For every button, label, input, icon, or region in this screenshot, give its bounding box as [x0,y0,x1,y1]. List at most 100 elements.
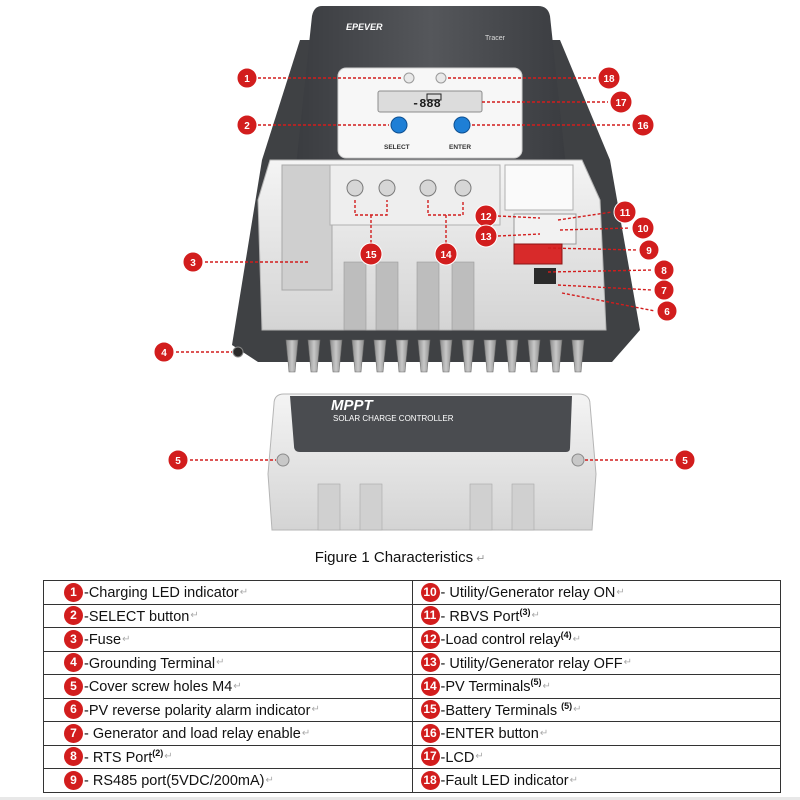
legend-label-text: -Fault LED indicator [440,773,569,790]
legend-label: -Battery Terminals (5) [441,701,573,719]
legend-label: -LCD [441,750,475,766]
legend-number-badge: 11 [420,606,440,626]
legend-paragraph-mark: ↵ [239,586,249,598]
callout-17: 17 [609,90,633,114]
callout-5-right: 5 [674,449,696,471]
legend-label: -Load control relay(4) [441,630,572,648]
legend-label: - RBVS Port(3) [440,606,531,625]
model-name: Tracer [485,35,506,42]
legend-cell-left: 2-SELECT button↵ [43,603,413,628]
fuse-compartment [281,164,333,291]
callout-16: 16 [631,113,655,137]
legend-footnote: (3) [519,606,531,617]
legend-paragraph-mark: ↵ [531,610,540,622]
legend-label-text: -Grounding Terminal [84,655,216,672]
legend-paragraph-mark: ↵ [475,751,484,763]
legend-paragraph-mark: ↵ [216,657,225,669]
legend-cell-right: 14-PV Terminals(5)↵ [411,674,781,699]
grounding-terminal [232,346,244,358]
legend-number-badge: 15 [420,700,440,720]
legend-number-badge: 14 [420,676,440,696]
legend-label: - RS485 port(5VDC/200mA) [84,773,265,789]
legend-label-text: -Charging LED indicator [84,585,239,602]
callout-15: 15 [359,242,383,266]
enter-label: ENTER [449,144,471,151]
legend-paragraph-mark: ↵ [573,704,582,716]
legend-cell-left: 7- Generator and load relay enable↵ [43,721,413,746]
legend-label: -Fuse [84,632,121,648]
legend-number-badge: 1 [64,582,83,602]
legend-body: 1-Charging LED indicator↵10- Utility/Gen… [43,580,781,793]
legend-cell-left: 1-Charging LED indicator↵ [43,580,413,605]
legend-cell-left: 9- RS485 port(5VDC/200mA)↵ [43,768,413,793]
legend-paragraph-mark: ↵ [190,610,199,622]
legend-number-badge: 16 [420,723,440,743]
svg-text:2: 2 [244,121,250,132]
legend-label-text: -PV Terminals [440,679,531,696]
select-button[interactable] [390,116,408,134]
svg-text:1: 1 [244,74,250,85]
cover-screw-hole-right [571,453,585,467]
svg-text:5: 5 [175,456,181,467]
legend-label: -Grounding Terminal [84,656,215,672]
bottom-strip [0,797,800,800]
fault-led [435,72,447,84]
callout-5-left: 5 [167,449,189,471]
legend-footnote: (5) [530,677,542,688]
legend-paragraph-mark: ↵ [233,680,242,692]
legend-row: 8- RTS Port(2)↵17-LCD↵ [43,744,781,769]
legend-cell-right: 15-Battery Terminals (5)↵ [411,697,781,722]
battery-terminal-neg [378,179,396,197]
legend-number-badge: 18 [420,770,440,790]
cover-subtitle: SOLAR CHARGE CONTROLLER [333,414,454,423]
legend-label-text: - RS485 port(5VDC/200mA) [84,773,265,790]
callout-10: 10 [631,216,655,240]
battery-terminal-pos [346,179,364,197]
legend-label: -PV reverse polarity alarm indicator [84,703,310,719]
legend-footnote: (2) [152,747,164,758]
svg-text:17: 17 [615,98,627,109]
cover-screw-hole-left [276,453,290,467]
legend-paragraph-mark: ↵ [301,727,311,739]
callout-4: 4 [153,341,175,363]
legend-label-text: - RTS Port [84,749,153,766]
callout-8: 8 [653,259,675,281]
legend-cell-right: 18-Fault LED indicator↵ [411,768,781,793]
legend-table: 1-Charging LED indicator↵10- Utility/Gen… [43,580,781,793]
legend-cell-left: 5-Cover screw holes M4↵ [43,674,413,699]
charging-led [403,72,415,84]
legend-cell-right: 10- Utility/Generator relay ON↵ [411,580,781,605]
relay-port-block [513,213,577,245]
leader-lines [176,77,673,461]
legend-label: - RTS Port(2) [84,747,164,766]
legend-paragraph-mark: ↵ [616,586,625,598]
cable-slots [343,261,475,331]
legend-cell-right: 16-ENTER button↵ [411,721,781,746]
pv-terminal-neg [419,179,437,197]
legend-row: 2-SELECT button↵11- RBVS Port(3)↵ [43,603,781,628]
legend-label: - Generator and load relay enable [84,726,301,742]
legend-number-badge: 5 [64,676,83,696]
cover-title: MPPT [331,397,375,414]
legend-label: -SELECT button [84,609,189,625]
svg-text:16: 16 [637,121,649,132]
callouts: 1 2 3 4 5 5 6 7 [153,66,696,471]
legend-label-text: - Utility/Generator relay ON [440,585,616,602]
select-label: SELECT [384,144,410,151]
legend-number-badge: 6 [64,700,83,720]
callout-3: 3 [182,251,204,273]
pv-terminal-pos [454,179,472,197]
svg-text:7: 7 [661,286,667,297]
legend-label: - Utility/Generator relay ON [441,585,616,601]
legend-row: 7- Generator and load relay enable↵16-EN… [43,721,781,746]
figure-caption: Figure 1 Characteristics↵ [0,549,800,566]
legend-label-text: -LCD [440,749,475,766]
legend-number-badge: 2 [64,606,83,626]
legend-row: 3-Fuse↵12-Load control relay(4)↵ [43,627,781,652]
legend-cell-right: 13- Utility/Generator relay OFF↵ [411,650,781,675]
legend-label: -Fault LED indicator [441,773,569,789]
legend-label-text: - RBVS Port [440,608,520,625]
legend-label-text: -PV reverse polarity alarm indicator [84,702,311,719]
enter-button[interactable] [453,116,471,134]
legend-number-badge: 3 [64,629,83,649]
